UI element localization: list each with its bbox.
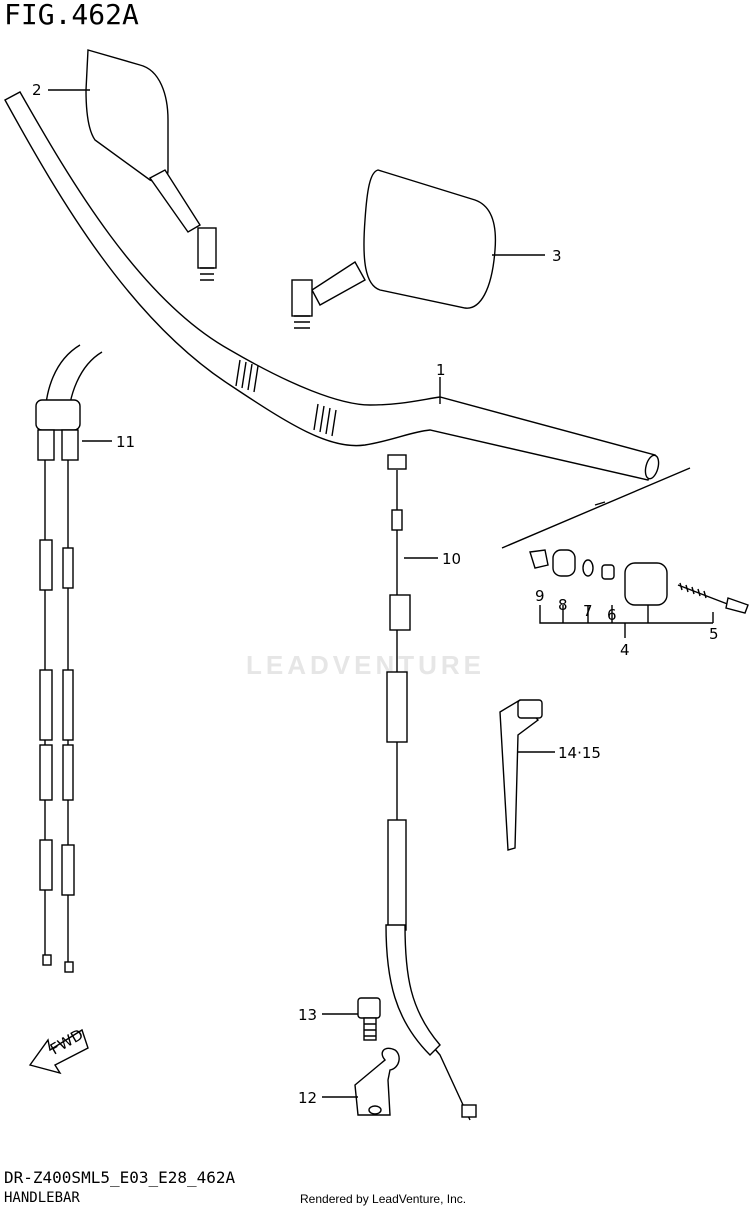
- throttle-cable-part[interactable]: [35, 344, 103, 973]
- callout-8: 8: [558, 596, 568, 614]
- handlebar-part[interactable]: [4, 91, 661, 481]
- watermark: LEADVENTURE: [246, 650, 486, 680]
- callout-7: 7: [583, 602, 593, 620]
- render-credit: Rendered by LeadVenture, Inc.: [300, 1192, 467, 1206]
- right-mirror-part[interactable]: [291, 169, 497, 329]
- callout-6: 6: [607, 606, 617, 624]
- callout-1: 1: [436, 361, 446, 379]
- figure-title: FIG.462A: [4, 0, 139, 31]
- callout-11: 11: [116, 433, 135, 451]
- callout-5: 5: [709, 625, 719, 643]
- left-mirror-part[interactable]: [85, 49, 217, 281]
- balancer-assy-part[interactable]: [529, 549, 749, 614]
- callout-14-15: 14·15: [558, 744, 601, 762]
- cable-guide-part[interactable]: [354, 1047, 400, 1116]
- callout-13: 13: [298, 1006, 317, 1024]
- section-name: HANDLEBAR: [4, 1190, 80, 1206]
- fwd-arrow: FWD: [28, 1025, 89, 1075]
- cable-tie-part[interactable]: [499, 699, 543, 851]
- callout-9: 9: [535, 587, 545, 605]
- guide-bolt-part[interactable]: [357, 997, 381, 1041]
- callout-3: 3: [552, 247, 562, 265]
- callout-10: 10: [442, 550, 461, 568]
- leader-lines: [48, 89, 714, 1098]
- model-code: DR-Z400SML5_E03_E28_462A: [4, 1168, 236, 1187]
- callout-4: 4: [620, 641, 630, 659]
- callout-12: 12: [298, 1089, 317, 1107]
- callout-2: 2: [32, 81, 42, 99]
- clutch-cable-part[interactable]: [385, 454, 477, 1121]
